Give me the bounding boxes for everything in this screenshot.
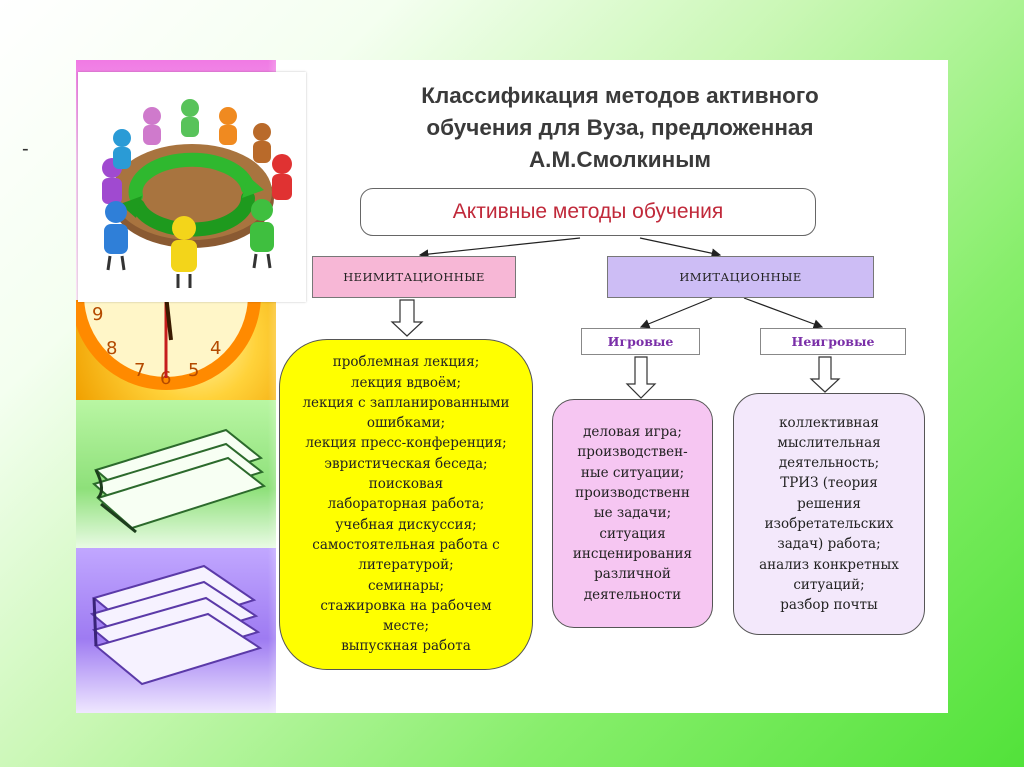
method-item: ошибками; (366, 415, 446, 432)
category-non-imitation-label: НЕИМИТАЦИОННЫЕ (343, 270, 485, 284)
method-item: производствен- (577, 444, 688, 461)
method-item: различной (594, 566, 671, 583)
method-item: деловая игра; (583, 424, 682, 441)
method-item: инсценирования (572, 545, 693, 562)
method-item: ные ситуации; (580, 464, 685, 481)
method-item: задач) работа; (777, 536, 881, 553)
svg-text:7: 7 (134, 360, 145, 381)
svg-text:6: 6 (160, 368, 171, 389)
method-item: ситуация (599, 525, 666, 542)
subcategory-non-game: Неигровые (760, 328, 906, 355)
non-imitation-methods-box: проблемная лекция; лекция вдвоём; лекция… (279, 339, 533, 670)
method-item: месте; (382, 618, 430, 635)
non-game-methods-box: коллективная мыслительная деятельность; … (733, 393, 925, 635)
method-item: лекция пресс-конференция; (305, 435, 507, 452)
method-item: производственн (575, 485, 690, 502)
method-item: разбор почты (780, 597, 878, 614)
slide-title: Классификация методов активного обучения… (340, 80, 900, 176)
svg-text:4: 4 (210, 338, 221, 359)
subcategory-game-label: Игровые (607, 334, 674, 349)
title-line-2: обучения для Вуза, предложенная (426, 115, 814, 140)
method-item: деятельности (583, 586, 682, 603)
method-item: семинары; (367, 577, 445, 594)
root-node: Активные методы обучения (360, 188, 816, 236)
arrow-imitation-to-nongame (743, 297, 824, 329)
method-item: лабораторная работа; (327, 496, 485, 513)
game-methods-box: деловая игра; производствен- ные ситуаци… (552, 399, 713, 628)
title-line-1: Классификация методов активного (421, 83, 819, 108)
green-books-image (76, 400, 276, 548)
method-item: мыслительная (777, 434, 881, 451)
method-item: лекция вдвоём; (350, 374, 462, 391)
method-item: эвристическая беседа; (324, 455, 488, 472)
method-item: ситуаций; (793, 576, 865, 593)
method-item: самостоятельная работа с (312, 536, 500, 553)
dash-mark: - (22, 138, 29, 160)
root-node-label: Активные методы обучения (452, 200, 724, 223)
title-line-3: А.М.Смолкиным (528, 147, 712, 172)
method-item: учебная дискуссия; (335, 516, 477, 533)
subcategory-game: Игровые (581, 328, 700, 355)
violet-books-image (76, 548, 276, 713)
method-item: проблемная лекция; (332, 354, 480, 371)
method-item: решения (797, 495, 861, 512)
meeting-illustration (78, 72, 306, 302)
svg-text:8: 8 (106, 338, 117, 359)
method-item: лекция с запланированными (302, 394, 510, 411)
method-item: стажировка на рабочем (320, 597, 492, 614)
category-non-imitation: НЕИМИТАЦИОННЫЕ (312, 256, 516, 298)
svg-text:9: 9 (92, 304, 103, 325)
block-arrow-nonimitation (390, 299, 424, 337)
block-arrow-game (625, 356, 657, 399)
method-item: коллективная (779, 414, 879, 431)
method-item: поисковая (368, 476, 444, 493)
method-item: ТРИЗ (теория (780, 475, 878, 492)
method-item: деятельность; (778, 455, 880, 472)
category-imitation: ИМИТАЦИОННЫЕ (607, 256, 874, 298)
method-item: анализ конкретных (759, 556, 899, 573)
block-arrow-nongame (809, 356, 841, 393)
arrow-root-to-nonimitation (418, 237, 581, 259)
subcategory-non-game-label: Неигровые (791, 334, 875, 349)
method-item: литературой; (358, 557, 454, 574)
method-item: ые задачи; (593, 505, 672, 522)
arrow-imitation-to-game (639, 297, 713, 329)
svg-text:5: 5 (188, 360, 199, 381)
category-imitation-label: ИМИТАЦИОННЫЕ (679, 270, 802, 284)
method-item: изобретательских (764, 516, 894, 532)
method-item: выпускная работа (341, 638, 471, 655)
arrow-root-to-imitation (639, 237, 722, 258)
